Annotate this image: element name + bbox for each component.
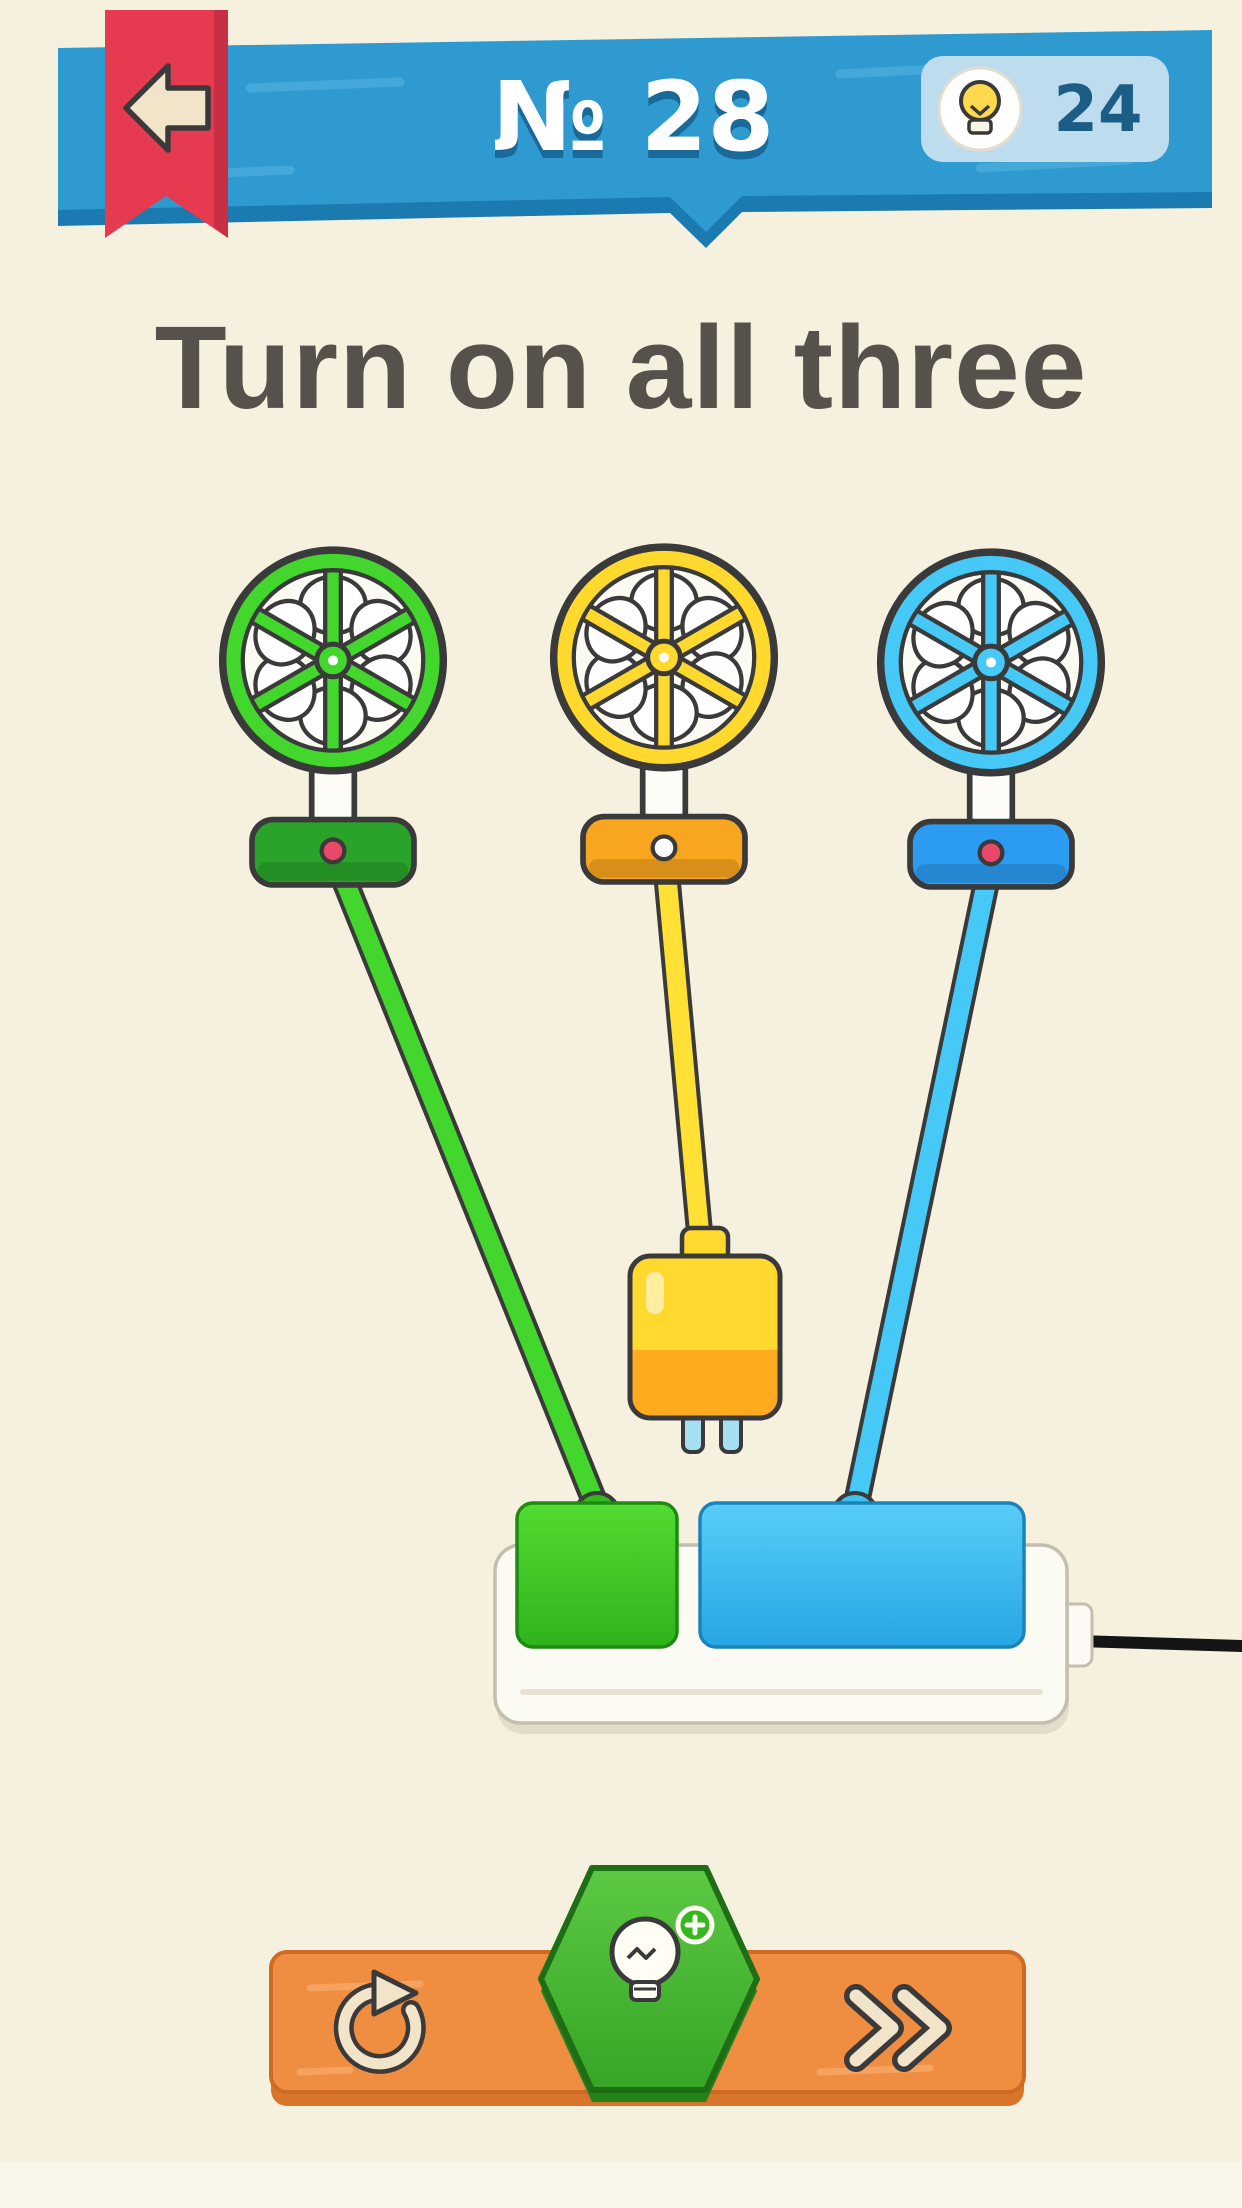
restart-icon	[371, 1969, 419, 2017]
hint-count: 24	[1053, 73, 1142, 147]
lightbulb-plus-icon	[609, 1905, 715, 2002]
fan-ring	[555, 548, 773, 767]
fan-yellow	[549, 543, 779, 885]
fan-hub-dot	[986, 657, 996, 668]
fan-blue	[876, 548, 1106, 890]
page-title: Turn on all three	[154, 302, 1088, 434]
yellow-cord	[654, 835, 711, 1258]
yellow-plug[interactable]	[600, 1205, 810, 1475]
fan-power-button	[650, 834, 678, 862]
lightbulb-icon	[959, 80, 1001, 135]
power-strip	[493, 1491, 1242, 1734]
fan-ring-outer-edge	[880, 551, 1102, 774]
back-arrow-icon	[123, 63, 211, 153]
hint-button[interactable]	[538, 1865, 760, 2102]
green-cord	[323, 842, 608, 1520]
fan-ring-inner-edge	[571, 565, 757, 750]
header-bar: № 28 № 28 24	[58, 10, 1212, 248]
fan-hub-dot	[659, 652, 669, 663]
level-label-shadow: № 28	[492, 69, 775, 181]
fan-base-shade	[915, 864, 1067, 883]
fan-ring-outer-edge	[222, 549, 444, 772]
fan-ring-outer-edge	[553, 546, 775, 769]
fan-base-shade	[588, 859, 740, 878]
fan-power-button	[977, 839, 1005, 867]
hint-counter[interactable]: 24	[921, 56, 1169, 162]
blue-cord	[845, 846, 1002, 1520]
back-ribbon-shade	[214, 10, 228, 238]
fan-ring	[882, 553, 1100, 772]
restart-button[interactable]	[333, 1969, 426, 2074]
bottom-safe-area	[0, 2162, 1242, 2208]
fan-power-button	[319, 837, 347, 865]
bottom-toolbar	[269, 1865, 1026, 2106]
fan-base-shade	[257, 862, 409, 881]
fan-ring-inner-edge	[240, 568, 426, 753]
blue-socket[interactable]	[698, 1501, 1026, 1649]
double-chevron-right-icon	[849, 1989, 899, 2067]
skip-button[interactable]	[844, 1984, 952, 2072]
fan-hub-dot	[328, 655, 338, 666]
plug-body	[627, 1253, 783, 1421]
plug-highlight	[646, 1272, 664, 1314]
fan-green	[218, 546, 448, 888]
fan-ring-inner-edge	[898, 570, 1084, 755]
fan-ring	[224, 551, 442, 770]
back-button[interactable]	[105, 10, 228, 238]
green-socket[interactable]	[515, 1501, 679, 1649]
level-label: № 28	[492, 61, 775, 173]
mains-cable	[1072, 1635, 1242, 1652]
